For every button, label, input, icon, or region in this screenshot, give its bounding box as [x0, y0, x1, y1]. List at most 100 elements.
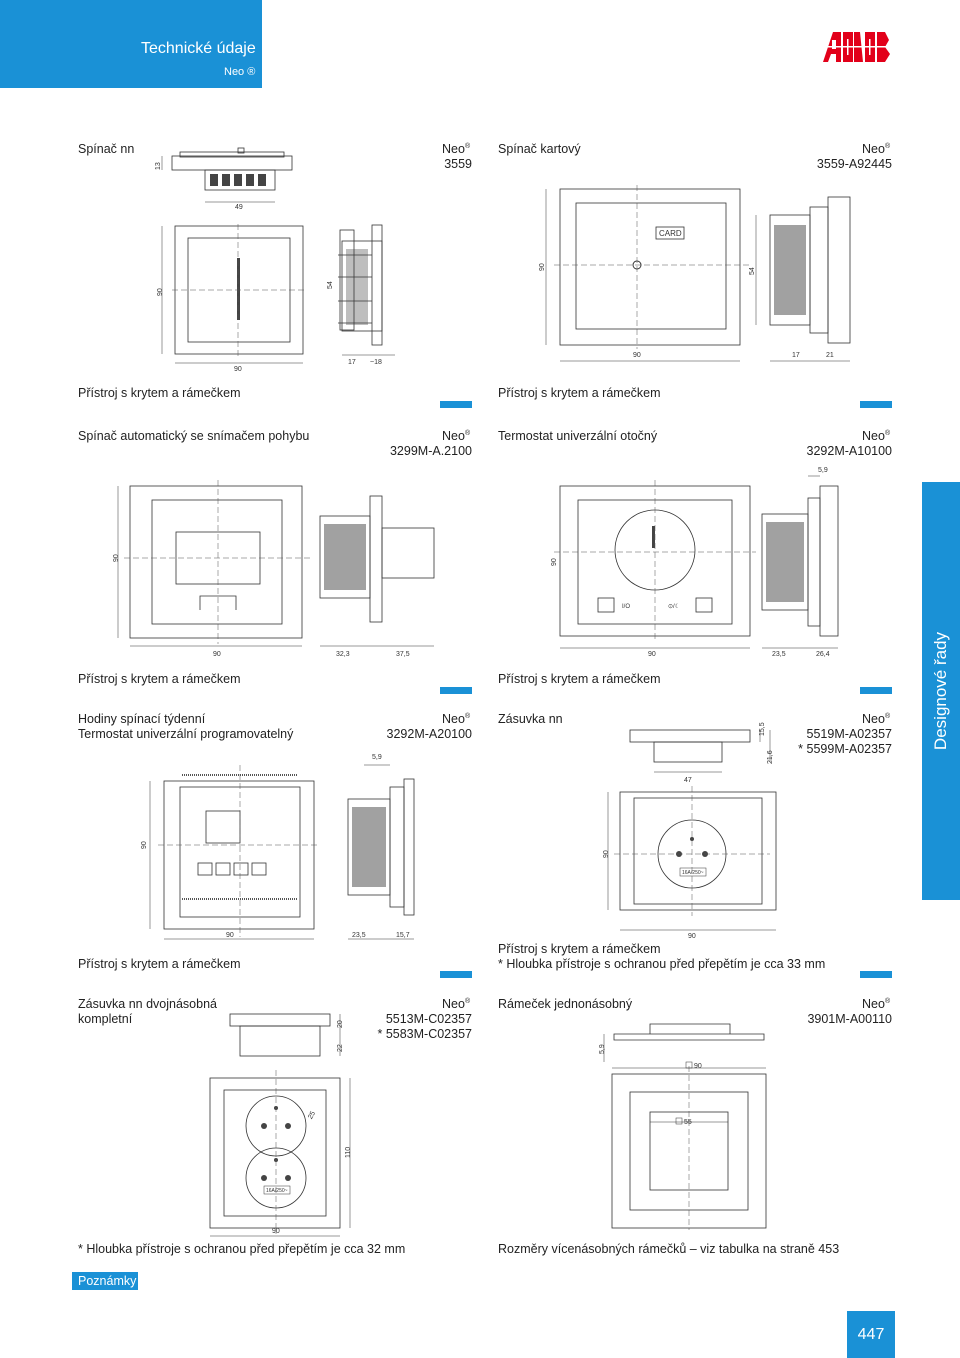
drawing-switch-side: 54 17 ~18 [327, 224, 395, 366]
dimension-label: 54 [327, 281, 334, 289]
dimension-label: 25 [307, 1110, 317, 1120]
dimension-label: 90 [688, 933, 696, 940]
drawing-rotary-thermostat: I/O ⊙/☾ 5,9 90 90 23,5 26,4 [551, 467, 839, 658]
dimension-label: 5,9 [599, 1044, 606, 1054]
product-brand: Neo® [862, 712, 891, 726]
drawing-switch: 13 49 90 90 [155, 147, 355, 373]
product-brand: Neo® [442, 142, 471, 156]
dimension-label: 90 [539, 263, 546, 271]
product-brand: Neo® [442, 429, 471, 443]
accent-bar [440, 687, 472, 694]
dimension-label: 37,5 [396, 651, 410, 658]
dimension-label: 90 [113, 554, 120, 562]
product-brand: Neo® [442, 997, 471, 1011]
product-note: Rozměry vícenásobných rámečků – viz tabu… [498, 1242, 840, 1256]
dimension-label: 47 [684, 777, 692, 784]
dimension-label: 13 [155, 162, 162, 170]
dimension-label: 110 [345, 1147, 352, 1158]
product-brand: Neo® [442, 712, 471, 726]
product-code-2: * 5583M-C02357 [377, 1027, 472, 1041]
product-code: 3292M-A20100 [386, 727, 472, 741]
frame-caption: Přístroj s krytem a rámečkem [78, 386, 241, 400]
accent-bar [860, 687, 892, 694]
product-note: * Hloubka přístroje s ochranou před přep… [78, 1242, 406, 1256]
drawing-programmable-thermostat: 5,9 90 90 23,5 15,7 [141, 754, 415, 940]
accent-bar [440, 971, 472, 978]
drawing-card-switch: CARD 90 54 90 17 21 [539, 185, 851, 362]
dimension-label: 32,3 [336, 651, 350, 658]
accent-bar [860, 971, 892, 978]
section-side-tab: Designové řady [922, 482, 960, 900]
accent-bar [860, 401, 892, 408]
frame-caption: Přístroj s krytem a rámečkem [498, 672, 661, 686]
page-header: Technické údaje Neo ® [0, 0, 262, 88]
dimension-label: 26,4 [816, 651, 830, 658]
drawing-frame: 90 55 5,9 [599, 1023, 767, 1230]
product-name: Zásuvka nn [498, 712, 563, 726]
dimension-label: 90 [603, 850, 610, 858]
dimension-label: ~18 [370, 359, 382, 366]
product-brand: Neo® [862, 429, 891, 443]
product-code: 3559 [444, 157, 472, 171]
drawing-motion-switch: 90 90 32,3 37,5 [113, 480, 435, 658]
frame-caption: Přístroj s krytem a rámečkem [498, 386, 661, 400]
product-name: Rámeček jednonásobný [498, 997, 633, 1011]
page-number: 447 [847, 1311, 895, 1358]
dimension-label: 90 [234, 366, 242, 373]
product-name-2: Termostat univerzální programovatelný [78, 727, 294, 741]
dimension-label: 90 [648, 651, 656, 658]
dimension-label: 90 [213, 651, 221, 658]
button-label: I/O [622, 604, 630, 610]
dimension-label: 90 [694, 1063, 702, 1070]
dimension-label: 15,5 [759, 722, 766, 736]
product-name-2: kompletní [78, 1012, 133, 1026]
product-code: 3901M-A00110 [807, 1012, 892, 1026]
dimension-label: 90 [226, 932, 234, 939]
dimension-label: 21 [826, 352, 834, 359]
dimension-label: 90 [633, 352, 641, 359]
dimension-label: 5,9 [818, 467, 828, 474]
dimension-label: 17 [792, 352, 800, 359]
product-code: 3559-A92445 [816, 157, 892, 171]
product-code: 5519M-A02357 [806, 727, 892, 741]
side-tab-label: Designové řady [931, 631, 950, 751]
dimension-label: 21,6 [767, 750, 774, 764]
frame-caption: Přístroj s krytem a rámečkem [78, 957, 241, 971]
dimension-label: 23,5 [772, 651, 786, 658]
product-code: 3292M-A10100 [806, 444, 892, 458]
drawing-socket: 16A/250~ 15,5 21,6 47 90 90 [603, 722, 777, 940]
dimension-label: 90 [272, 1228, 280, 1235]
button-label: ⊙/☾ [668, 603, 680, 610]
dimension-label: 15,7 [396, 932, 410, 939]
product-name: Spínač nn [78, 142, 135, 156]
dimension-label: 5,9 [372, 754, 382, 761]
frame-caption: Přístroj s krytem a rámečkem [498, 942, 661, 956]
drawing-double-socket: 16A/250~ 20 22 25 110 90 [209, 1013, 352, 1237]
card-label: CARD [659, 229, 682, 238]
product-code: 5513M-C02357 [385, 1012, 472, 1026]
socket-rating: 16A/250~ [266, 1188, 288, 1194]
socket-rating: 16A/250~ [682, 870, 704, 876]
divider [72, 1290, 892, 1291]
page-subtitle: Neo ® [224, 66, 256, 78]
dimension-label: 49 [235, 204, 243, 211]
dimension-label: 55 [684, 1119, 692, 1126]
product-code: 3299M-A.2100 [389, 444, 472, 458]
dimension-label: 17 [348, 359, 356, 366]
abb-logo [823, 32, 891, 62]
page-title: Technické údaje [141, 40, 256, 57]
dimension-label: 90 [141, 841, 148, 849]
product-brand: Neo® [862, 997, 891, 1011]
product-name: Spínač automatický se snímačem pohybu [78, 429, 310, 443]
product-code-2: * 5599M-A02357 [798, 742, 892, 756]
product-brand: Neo® [862, 142, 891, 156]
product-name: Zásuvka nn dvojnásobná [78, 997, 217, 1011]
frame-caption: Přístroj s krytem a rámečkem [78, 672, 241, 686]
product-name: Hodiny spínací týdenní [78, 712, 206, 726]
product-name: Spínač kartový [498, 142, 581, 156]
dimension-label: 90 [157, 288, 164, 296]
product-name: Termostat univerzální otočný [498, 429, 658, 443]
dimension-label: 20 [337, 1020, 344, 1028]
dimension-label: 54 [749, 267, 756, 275]
dimension-label: 22 [337, 1044, 344, 1052]
